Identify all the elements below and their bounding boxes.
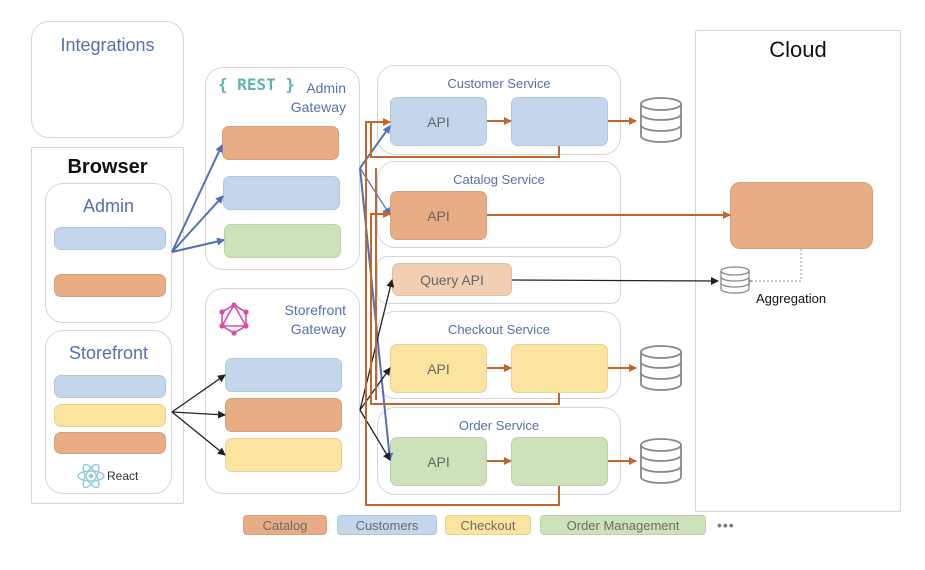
legend-item-order-management: Order Management [540, 515, 706, 535]
admin-gateway-title-line2: Gateway [290, 99, 346, 115]
admin-gateway-customers-module[interactable] [223, 176, 340, 210]
admin-catalog-module[interactable] [54, 274, 166, 297]
storefront-gateway-checkout-module[interactable] [225, 438, 342, 472]
admin-app: Admin [45, 183, 172, 323]
react-badge: React [76, 463, 146, 489]
customer-service-title: Customer Service [447, 76, 551, 91]
catalog-api[interactable]: API [390, 191, 487, 240]
integrations-title: Integrations [60, 35, 155, 55]
storefront-title: Storefront [68, 343, 149, 363]
checkout-api[interactable]: API [390, 344, 487, 393]
integrations-panel: Integrations [31, 21, 184, 138]
query-api[interactable]: Query API [392, 263, 512, 296]
storefront-gateway-title-line2: Gateway [290, 321, 346, 337]
legend-item-checkout: Checkout [445, 515, 531, 535]
admin-gateway-catalog-module[interactable] [222, 126, 339, 160]
catalog-service-title: Catalog Service [453, 172, 545, 187]
cloud-panel: Cloud [695, 30, 901, 512]
admin-gateway-title-line1: Admin [306, 80, 346, 96]
storefront-gateway-title-line1: Storefront [284, 302, 346, 318]
order-store[interactable] [511, 437, 608, 486]
admin-customers-module[interactable] [54, 227, 166, 250]
storefront-catalog-module[interactable] [54, 432, 166, 454]
customer-store[interactable] [511, 97, 608, 146]
browser-title: Browser [67, 156, 148, 178]
cloud-title: Cloud [769, 37, 827, 62]
admin-title: Admin [82, 196, 135, 216]
storefront-gateway-customers-module[interactable] [225, 358, 342, 392]
checkout-db-icon [640, 345, 682, 391]
admin-gateway-order-module[interactable] [224, 224, 341, 258]
storefront-customers-module[interactable] [54, 375, 166, 398]
legend-item-catalog: Catalog [243, 515, 327, 535]
legend-item-customers: Customers [337, 515, 437, 535]
order-db-icon [640, 438, 682, 484]
storefront-gateway-catalog-module[interactable] [225, 398, 342, 432]
customer-db-icon [640, 97, 682, 143]
checkout-store[interactable] [511, 344, 608, 393]
react-logo-icon [77, 464, 105, 488]
checkout-service-title: Checkout Service [448, 322, 550, 337]
order-api[interactable]: API [390, 437, 487, 486]
storefront-checkout-module[interactable] [54, 404, 166, 427]
react-label: React [107, 469, 139, 483]
graphql-logo-icon [219, 302, 249, 336]
cloud-catalog-service[interactable] [730, 182, 873, 249]
customer-api[interactable]: API [390, 97, 487, 146]
order-service-title: Order Service [458, 418, 540, 433]
legend-more-icon[interactable]: ••• [717, 517, 735, 533]
rest-badge: { REST } [218, 75, 296, 94]
aggregation-label: Aggregation [756, 291, 827, 306]
